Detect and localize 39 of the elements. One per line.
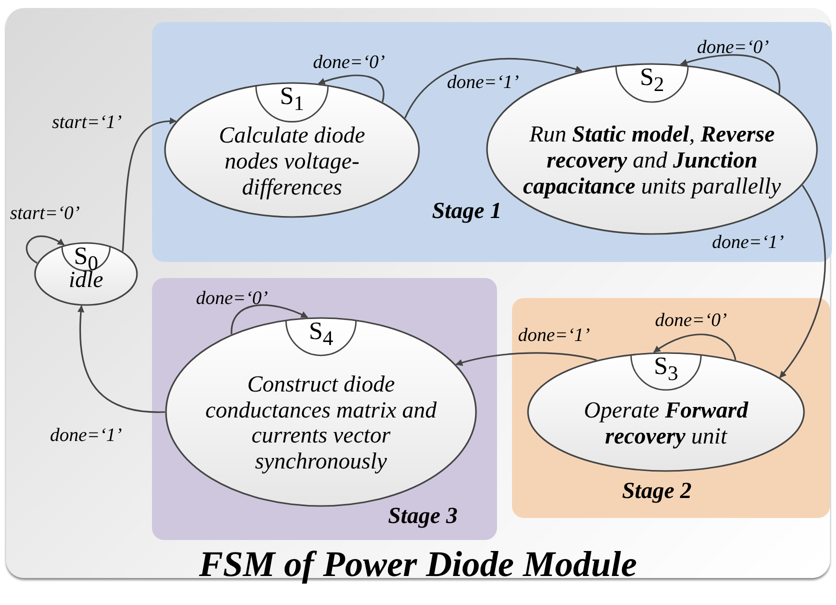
transition-arrow [653, 334, 736, 360]
edge-label: done=‘1’ [447, 72, 519, 94]
state-ellipse [34, 242, 138, 306]
transition-arrow [680, 54, 780, 94]
state-action: Run Static model, Reverse recovery and Junction capacitance units parallelly [522, 122, 782, 199]
stage-panel [512, 298, 830, 518]
edge-label: done=‘1’ [712, 232, 784, 254]
state-id: S$_{3}$ [654, 352, 678, 386]
transition-arrow [404, 58, 583, 118]
edge-label: done=‘0’ [196, 288, 268, 310]
state-id: S$_{2}$ [640, 63, 664, 97]
edge-label: done=‘1’ [518, 325, 590, 347]
edge-label: done=‘0’ [313, 52, 385, 74]
edge-label: done=‘1’ [50, 425, 122, 447]
state-action: Construct diode conductances matrix and currents vector synchronously [204, 371, 438, 474]
state-ellipse [164, 82, 420, 218]
edge-label: done=‘0’ [655, 310, 727, 332]
transition-arrow [455, 352, 597, 366]
transition-arrow [122, 118, 177, 252]
state-id: S$_{1}$ [280, 82, 304, 116]
edge-label: start=‘0’ [10, 203, 80, 225]
stage-label: Stage 3 [388, 503, 458, 529]
state-ellipse [165, 317, 477, 507]
transition-arrow [78, 305, 166, 413]
transition-arrow [779, 184, 826, 378]
stage-label: Stage 1 [432, 198, 502, 224]
stage-label: Stage 2 [622, 478, 692, 504]
edge-label: done=‘0’ [697, 37, 769, 59]
stage-panel [152, 278, 497, 540]
state-id: S$_{4}$ [308, 317, 334, 351]
stage-panel [152, 22, 832, 262]
edge-label: start=‘1’ [52, 112, 122, 134]
diagram-title: FSM of Power Diode Module [198, 544, 637, 584]
state-action: Calculate diode nodes voltage-differences [218, 122, 366, 200]
state-action: Operate Forward recovery unit [582, 397, 750, 449]
transition-arrow [318, 74, 384, 102]
transition-arrow [230, 304, 308, 334]
transition-arrow [26, 236, 65, 264]
state-ellipse [527, 352, 805, 472]
